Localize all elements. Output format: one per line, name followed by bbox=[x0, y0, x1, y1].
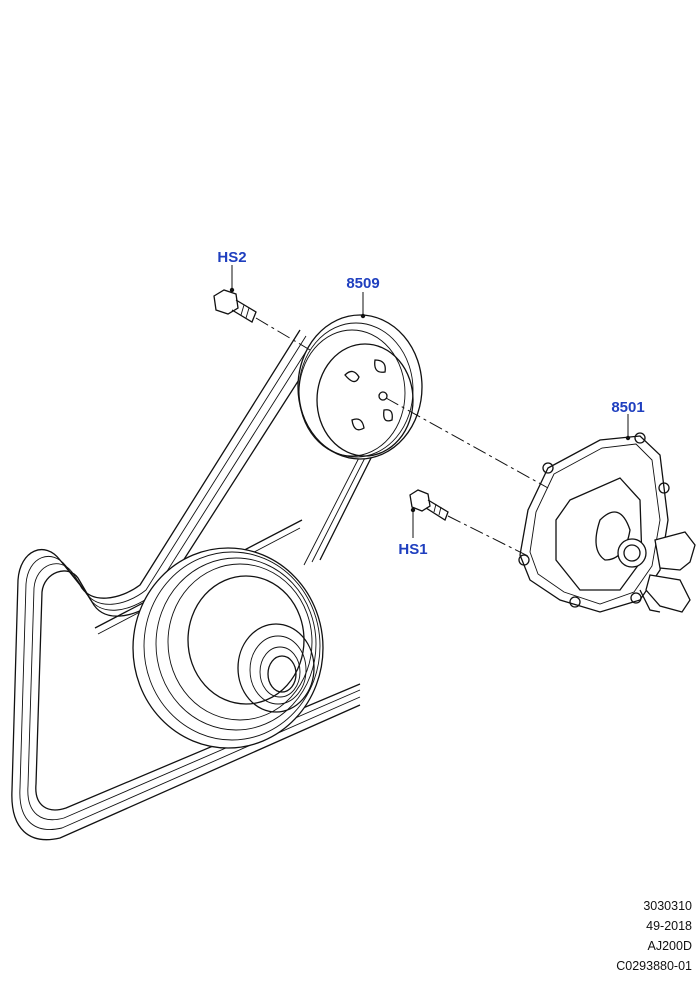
bolt-hs1 bbox=[409, 489, 449, 521]
callout-hs2: HS2 bbox=[217, 249, 246, 266]
water-pump bbox=[518, 432, 696, 613]
reference-line-1: 3030310 bbox=[643, 899, 692, 913]
axis-pulley-to-pump bbox=[385, 397, 549, 489]
callout-hs1: HS1 bbox=[398, 541, 427, 558]
drive-belt bbox=[11, 329, 381, 841]
callout-8509: 8509 bbox=[346, 275, 379, 292]
callout-8501: 8501 bbox=[611, 399, 644, 416]
water-pump-pulley bbox=[297, 314, 423, 460]
bolt-hs2 bbox=[213, 289, 257, 323]
reference-line-3: AJ200D bbox=[647, 939, 692, 953]
axis-hs2-to-pulley bbox=[255, 317, 311, 351]
axis-hs1-to-pump bbox=[447, 515, 529, 557]
leader-lines bbox=[229, 265, 631, 538]
reference-line-4: C0293880-01 bbox=[616, 959, 692, 973]
drawing-reference: 3030310 49-2018 AJ200D C0293880-01 bbox=[616, 896, 692, 976]
crankshaft-pulley bbox=[132, 547, 324, 749]
reference-line-2: 49-2018 bbox=[646, 919, 692, 933]
